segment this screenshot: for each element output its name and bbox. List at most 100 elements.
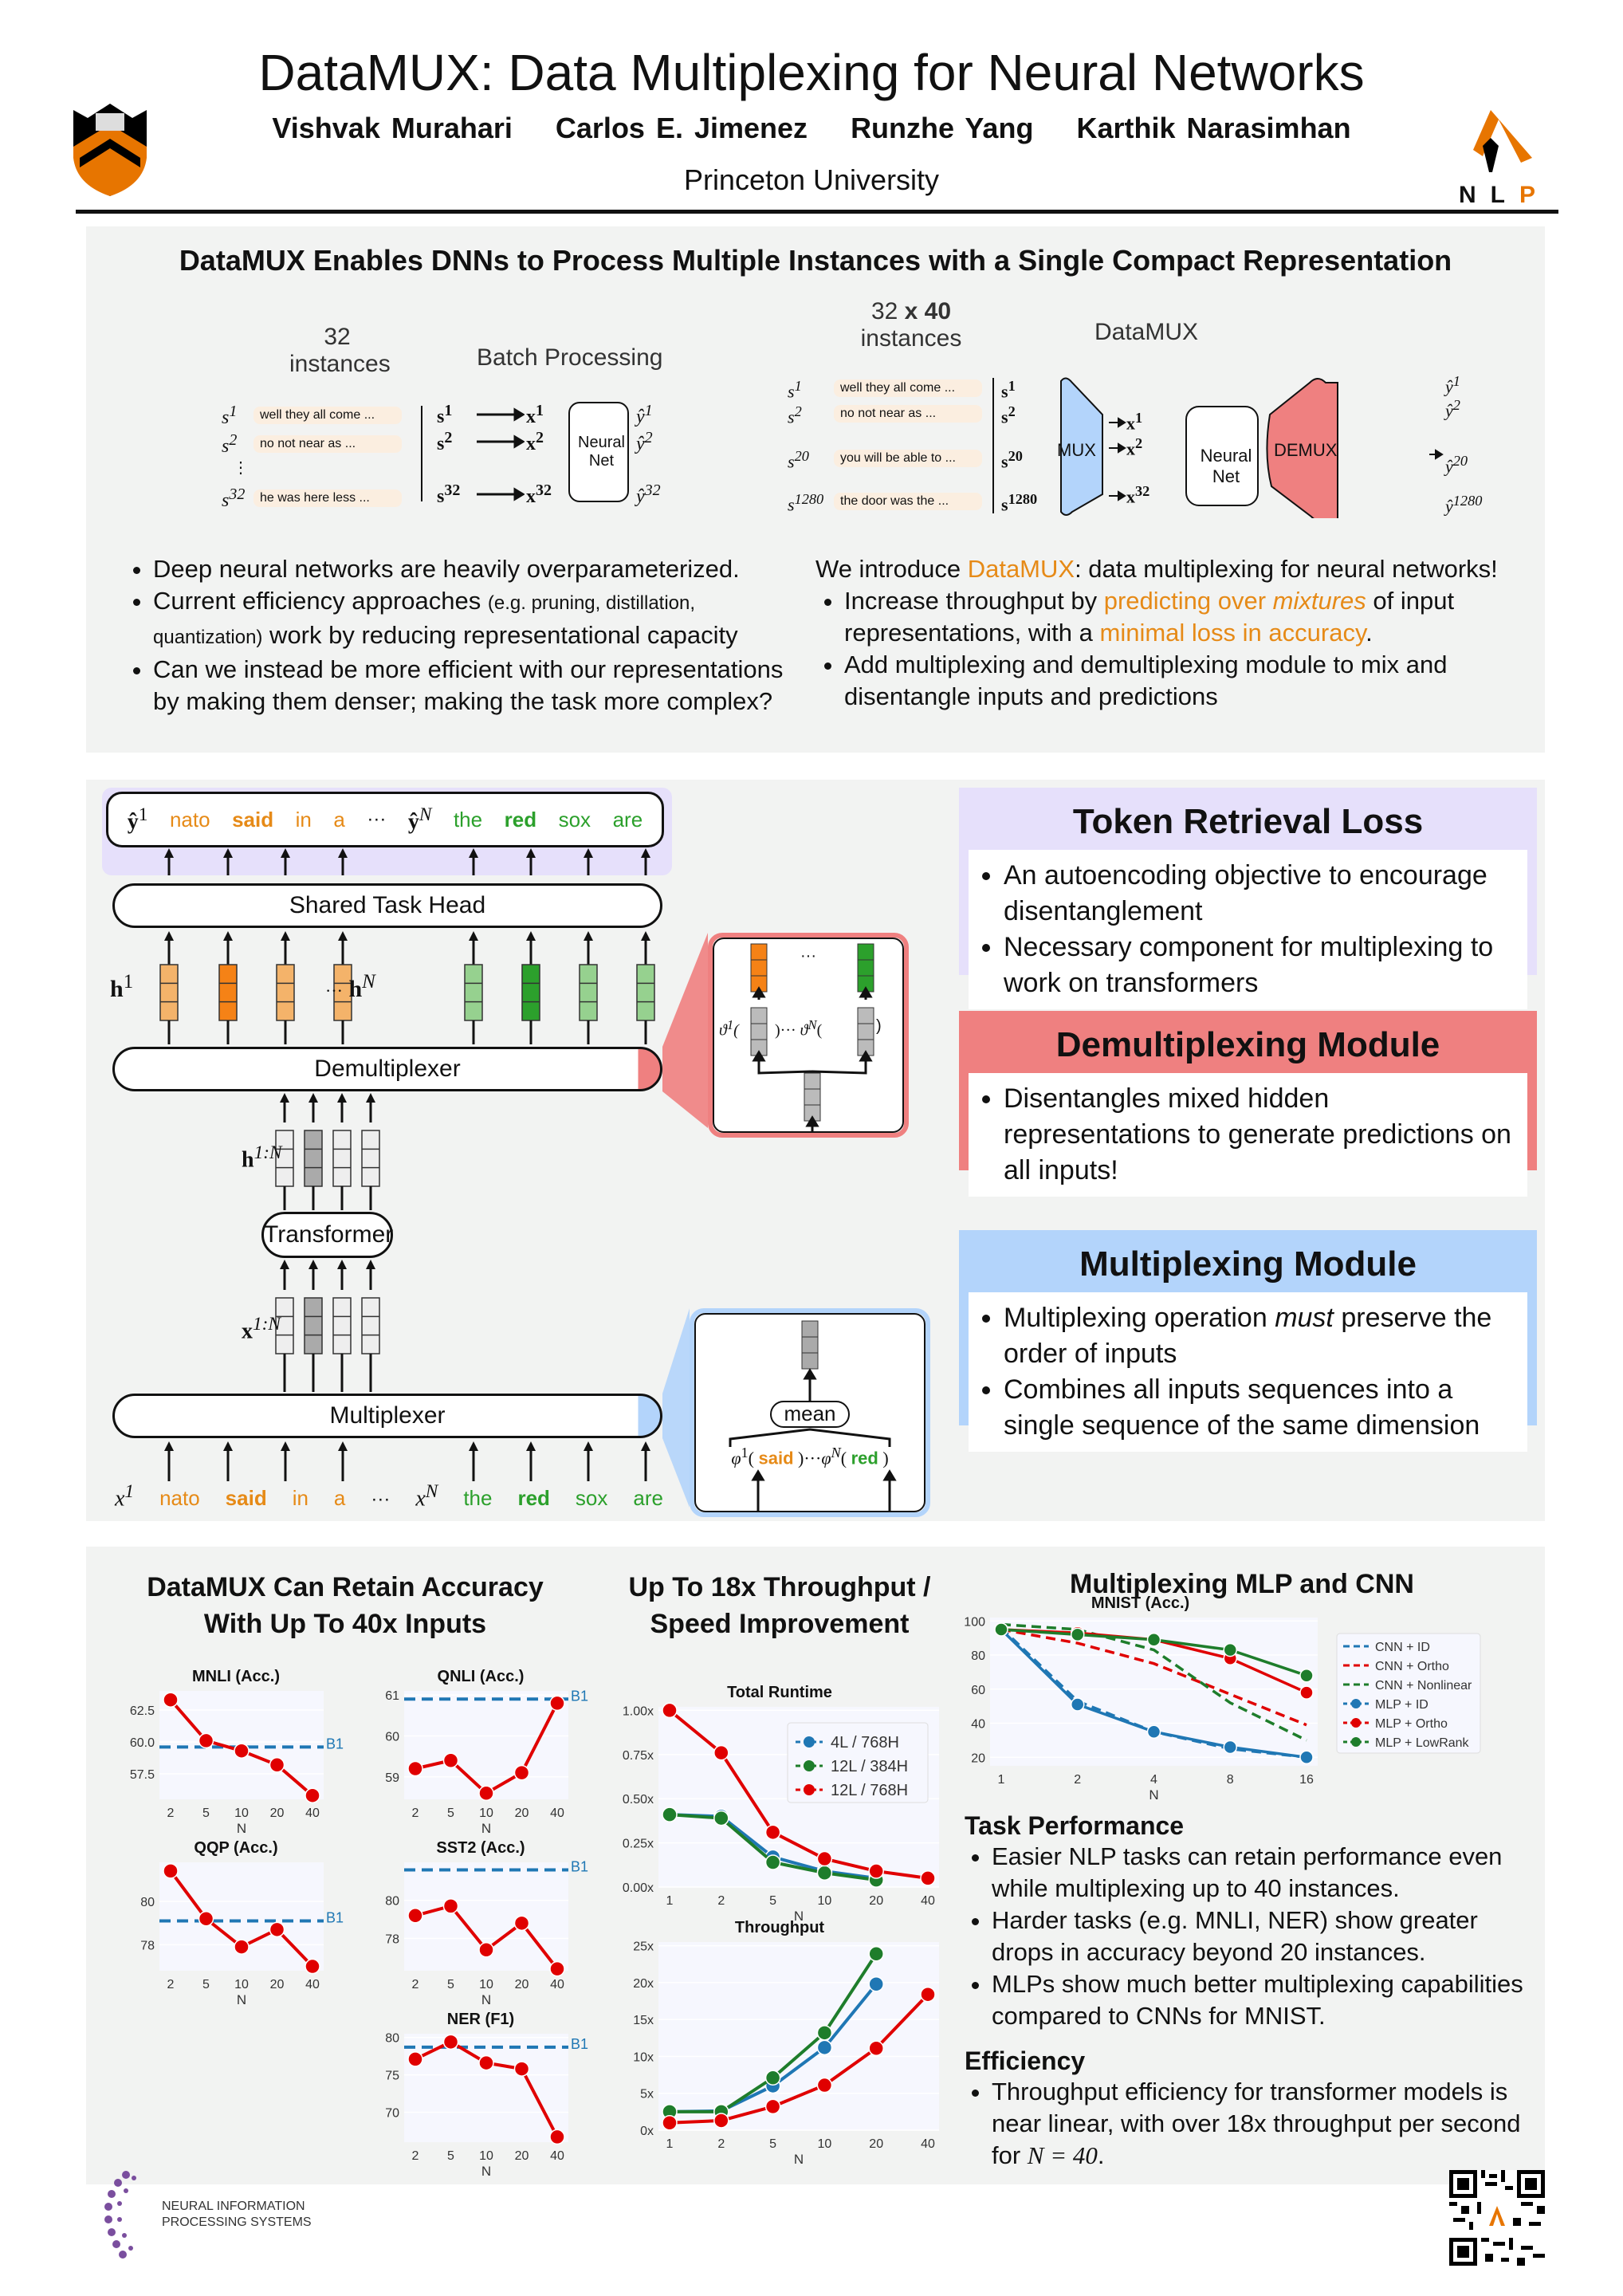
instance-text: well they all come ...: [253, 407, 402, 424]
data-point: [1146, 1633, 1161, 1647]
y-tick-label: 100: [964, 1615, 985, 1629]
x-tick-label: 10: [234, 1978, 249, 1991]
data-point: [407, 1760, 423, 1777]
legend-label: MLP + ID: [1375, 1698, 1428, 1712]
y-tick-label: 1.00x: [623, 1704, 654, 1718]
legend-marker: [1351, 1699, 1361, 1708]
legend-marker: [1351, 1718, 1361, 1728]
instance-text: he was here less ...: [253, 489, 402, 507]
batch-flow: s1 s2 s32 x1 x2 x32 Neural Net ŷ1 ŷ2 ŷ32: [437, 402, 661, 507]
card-title: Token Retrieval Loss: [1072, 802, 1424, 841]
x-tick-label: 20: [270, 1978, 285, 1991]
x-axis-label: N: [237, 1992, 246, 2007]
input-token: sox: [575, 1486, 608, 1511]
baseline-label: B1: [326, 1736, 344, 1751]
legend-marker: [1351, 1737, 1361, 1747]
y-tick-label: 0.00x: [623, 1881, 654, 1895]
logo-letter-p: P: [1519, 182, 1535, 208]
legend-marker: [804, 1784, 815, 1795]
hidden-vector: [464, 964, 483, 1021]
hidden-vector: [521, 964, 540, 1021]
legend-marker: [804, 1760, 815, 1771]
bullet: Can we instead be more efficient with ou…: [153, 654, 810, 718]
y-tick-label: 60: [971, 1684, 985, 1697]
x-tick-label: 5: [769, 1894, 776, 1908]
qr-code[interactable]: [1449, 2170, 1545, 2266]
y-tick-label: 80: [385, 1895, 399, 1909]
mean-op: mean: [770, 1401, 850, 1428]
data-point: [1071, 1627, 1085, 1642]
s-symbol: s32: [222, 485, 246, 511]
datamux-pipeline: [1060, 377, 1444, 518]
demux-inset-diagram: [750, 943, 874, 1133]
x-axis-label: N: [481, 1992, 491, 2007]
series-line-cnn-ortho: [1000, 1628, 1307, 1727]
card-title: Multiplexing Module: [1079, 1244, 1417, 1284]
legend-label: 4L / 768H: [831, 1734, 899, 1751]
y-tick-label: 5x: [640, 2088, 654, 2101]
output-token: the: [453, 807, 483, 832]
data-point: [994, 1622, 1008, 1637]
hidden-vector: [218, 964, 238, 1021]
transformer-input-arrow-head: [366, 1260, 375, 1269]
data-point: [764, 2070, 781, 2086]
baseline-label: B1: [326, 1909, 344, 1925]
neural-net-box: Neural Net: [568, 402, 629, 502]
legend-label: MLP + Ortho: [1375, 1717, 1448, 1731]
header-divider: [76, 210, 1558, 214]
bullet: Necessary component for multiplexing to …: [1004, 930, 1516, 1001]
affiliation: Princeton University: [683, 163, 940, 196]
x-tick-label: 40: [550, 1978, 564, 1991]
x-tick-label: 1: [666, 1894, 674, 1908]
author: Runzhe Yang: [851, 112, 1034, 144]
x-tick-label: 10: [234, 1807, 249, 1820]
mux-neural-net-box: Neural Net: [1200, 446, 1252, 486]
x-axis-label: N: [481, 2164, 491, 2179]
data-point: [868, 1946, 884, 1962]
x-tick-label: 40: [921, 1894, 935, 1908]
data-point: [662, 2114, 678, 2131]
output-token: a: [333, 807, 345, 832]
y-tick-label: 80: [385, 2032, 399, 2046]
y-tick-label: 60: [385, 1730, 399, 1744]
y-tick-label: 75: [385, 2070, 399, 2083]
chart-title: SST2 (Acc.): [436, 1839, 525, 1857]
output-arrow-head: [223, 848, 233, 858]
data-point: [407, 1908, 423, 1924]
bullet: Harder tasks (e.g. MNLI, NER) show great…: [992, 1905, 1539, 1968]
x-tick-label: 40: [550, 2149, 564, 2163]
neurips-logo: NEURAL INFORMATION PROCESSING SYSTEMS: [102, 2168, 341, 2264]
x-tick-label: 40: [305, 1807, 320, 1820]
data-point: [662, 1702, 678, 1719]
output-token: are: [612, 807, 643, 832]
data-point: [868, 1976, 884, 1992]
y-tick-label: 20x: [633, 1977, 654, 1991]
y-tick-label: 0x: [640, 2125, 654, 2138]
x-tick-label: 5: [447, 1807, 454, 1820]
transformer: Transformer: [261, 1212, 393, 1258]
data-point: [305, 1787, 320, 1803]
chart-title: Total Runtime: [727, 1684, 832, 1701]
y-tick-label: 80: [140, 1896, 155, 1909]
data-point: [713, 2113, 729, 2129]
legend-label: CNN + Ortho: [1375, 1660, 1449, 1673]
output-arrow-head: [164, 848, 174, 858]
intro-title: DataMUX Enables DNNs to Process Multiple…: [179, 244, 1452, 277]
plot-area: [404, 2034, 568, 2142]
input-arrow-head: [281, 1441, 290, 1451]
bullet: Throughput efficiency for transformer mo…: [992, 2076, 1539, 2172]
data-point: [816, 2077, 833, 2094]
x-tick-label: 10: [479, 1807, 493, 1820]
bullet: Increase throughput by predicting over m…: [844, 585, 1509, 649]
data-point: [816, 2039, 833, 2056]
data-point: [1299, 1750, 1314, 1765]
instance-text: the door was the ...: [834, 493, 982, 510]
x-tick-label: 2: [167, 1978, 175, 1991]
inset-arrow: [752, 986, 766, 1000]
input-arrow-head: [526, 1441, 536, 1451]
mixed-hidden-vector: [304, 1130, 323, 1187]
bullet: Current efficiency approaches (e.g. prun…: [153, 585, 810, 654]
hidden-vector: [579, 964, 598, 1021]
